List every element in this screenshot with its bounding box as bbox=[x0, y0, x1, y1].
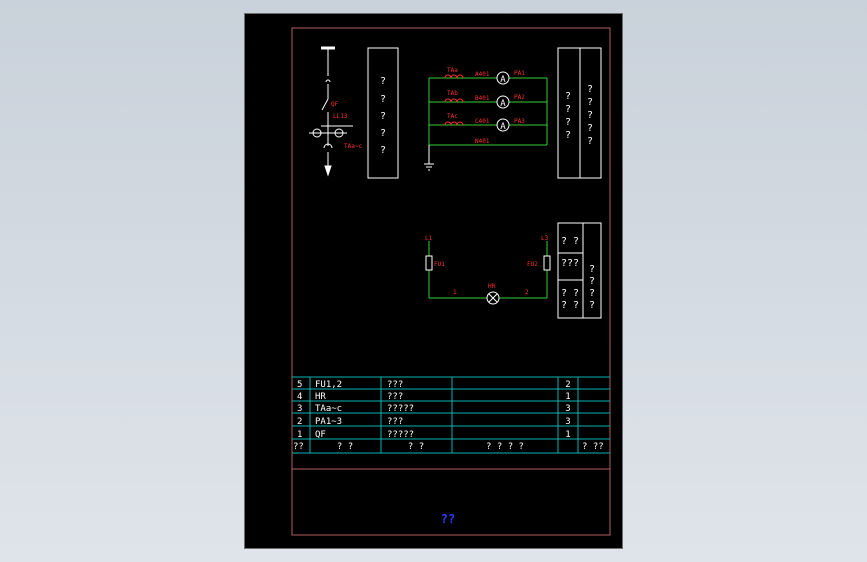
meter-pa2-label: PA2 bbox=[514, 94, 525, 101]
inner-frame bbox=[291, 27, 611, 536]
bom-qty: 2 bbox=[565, 380, 570, 390]
side-box-text: ? bbox=[565, 91, 571, 102]
ammeter-pa1-icon bbox=[496, 71, 510, 85]
breaker-symbol bbox=[321, 98, 329, 111]
bom-header-spec: ? ? ? ? bbox=[486, 442, 524, 452]
side-box-lamp bbox=[557, 222, 602, 319]
bom-header-row: ?? ? ? ? ? ? ? ? ? ? ?? bbox=[293, 442, 604, 452]
bom-header-note: ? ?? bbox=[582, 442, 604, 452]
bom-name: ????? bbox=[387, 404, 414, 414]
side-box-text: ? bbox=[565, 130, 571, 141]
bom-name: ??? bbox=[387, 417, 403, 427]
ct-a-label: TAa bbox=[447, 67, 458, 74]
side-box-text: ? ? bbox=[561, 300, 579, 311]
bom-row: 2 PA1~3 ??? 3 bbox=[297, 417, 571, 427]
side-box-text: ? bbox=[380, 128, 386, 139]
meter-pa1-label: PA1 bbox=[514, 70, 525, 77]
bom-name: ??? bbox=[387, 380, 403, 390]
fuse-fu1-label: FU1 bbox=[434, 261, 445, 268]
ammeter-pa3-icon bbox=[496, 118, 510, 132]
ammeter-symbol: A bbox=[500, 122, 506, 132]
drawing-sheet: QF LL13 TAa~c ? ? ? ? ? A A A TAa A401 P… bbox=[244, 13, 623, 549]
bom-code: HR bbox=[315, 392, 326, 402]
single-line-diagram bbox=[309, 46, 353, 177]
fuse-fu1-icon bbox=[425, 255, 433, 271]
bom-header-code: ? ? bbox=[337, 442, 353, 452]
bom-code: QF bbox=[315, 430, 326, 440]
ct-b-label: TAb bbox=[447, 90, 458, 97]
bom-code: TAa~c bbox=[315, 404, 342, 414]
bom-no: 4 bbox=[297, 392, 302, 402]
side-box-text: ? bbox=[587, 110, 593, 121]
bom-row: 3 TAa~c ????? 3 bbox=[297, 404, 571, 414]
bom-header-name: ? ? bbox=[408, 442, 424, 452]
wire-2-label: 2 bbox=[525, 289, 529, 296]
side-box-text: ? bbox=[587, 123, 593, 134]
wire-1-label: 1 bbox=[453, 289, 457, 296]
ct-coil-a bbox=[444, 74, 464, 79]
side-box-text: ? bbox=[587, 97, 593, 108]
ammeter-circuit bbox=[424, 74, 548, 171]
side-box-single-line bbox=[367, 47, 399, 179]
side-box-text: ? bbox=[565, 104, 571, 115]
bom-name: ????? bbox=[387, 430, 414, 440]
side-box-text: ? bbox=[380, 111, 386, 122]
bom-qty: 3 bbox=[565, 417, 570, 427]
bom-no: 1 bbox=[297, 430, 302, 440]
breaker-label: QF bbox=[331, 101, 339, 108]
ammeter-symbol: A bbox=[500, 75, 506, 85]
ct-c-label: TAc bbox=[447, 113, 458, 120]
side-box-text: ? bbox=[565, 117, 571, 128]
ammeter-pa2-icon bbox=[496, 95, 510, 109]
bom-qty: 1 bbox=[565, 430, 570, 440]
side-box-text: ? bbox=[589, 276, 595, 287]
meter-pa3-label: PA3 bbox=[514, 118, 525, 125]
drawing-title: ?? bbox=[441, 512, 455, 526]
ct-coil-c bbox=[444, 121, 464, 126]
bom-code: PA1~3 bbox=[315, 417, 342, 427]
lamp-hr-label: HR bbox=[488, 283, 496, 290]
isolator-symbol bbox=[325, 79, 331, 83]
bom-table-grid bbox=[292, 376, 610, 454]
bom-header-no: ?? bbox=[293, 442, 304, 452]
bom-row: 5 FU1,2 ??? 2 bbox=[297, 380, 571, 390]
ct-coil-b bbox=[444, 98, 464, 103]
side-box-text: ? bbox=[380, 145, 386, 156]
side-box-text: ? bbox=[589, 300, 595, 311]
fuse-fu2-label: FU2 bbox=[527, 261, 538, 268]
side-box-text: ??? bbox=[561, 258, 579, 269]
bom-no: 3 bbox=[297, 404, 302, 414]
bom-name: ??? bbox=[387, 392, 403, 402]
fuse-fu2-icon bbox=[543, 255, 551, 271]
bom-no: 5 bbox=[297, 380, 302, 390]
bom-qty: 3 bbox=[565, 404, 570, 414]
side-box-text: ? bbox=[589, 264, 595, 275]
wire-c-label: C401 bbox=[475, 118, 490, 125]
side-box-text: ? bbox=[587, 84, 593, 95]
node-l3-label: L3 bbox=[541, 235, 549, 242]
ammeter-symbol: A bbox=[500, 99, 506, 109]
bom-qty: 1 bbox=[565, 392, 570, 402]
outgoing-arrow bbox=[324, 165, 332, 177]
bom-no: 2 bbox=[297, 417, 302, 427]
wire-b-label: B401 bbox=[475, 95, 490, 102]
bom-row: 4 HR ??? 1 bbox=[297, 392, 571, 402]
side-box-text: ? ? bbox=[561, 236, 579, 247]
node-l1-label: L1 bbox=[425, 235, 433, 242]
bus-label: LL13 bbox=[333, 113, 348, 120]
side-box-text: ? bbox=[587, 136, 593, 147]
side-box-text: ? bbox=[380, 94, 386, 105]
wire-a-label: A401 bbox=[475, 71, 490, 78]
neutral-label: N401 bbox=[475, 138, 490, 145]
bom-row: 1 QF ????? 1 bbox=[297, 430, 571, 440]
schematic-canvas: QF LL13 TAa~c ? ? ? ? ? A A A TAa A401 P… bbox=[291, 27, 611, 536]
side-box-text: ? bbox=[589, 288, 595, 299]
side-box-text: ? ? bbox=[561, 288, 579, 299]
ct-label: TAa~c bbox=[344, 143, 362, 150]
side-box-text: ? bbox=[380, 76, 386, 87]
bom-code: FU1,2 bbox=[315, 380, 342, 390]
